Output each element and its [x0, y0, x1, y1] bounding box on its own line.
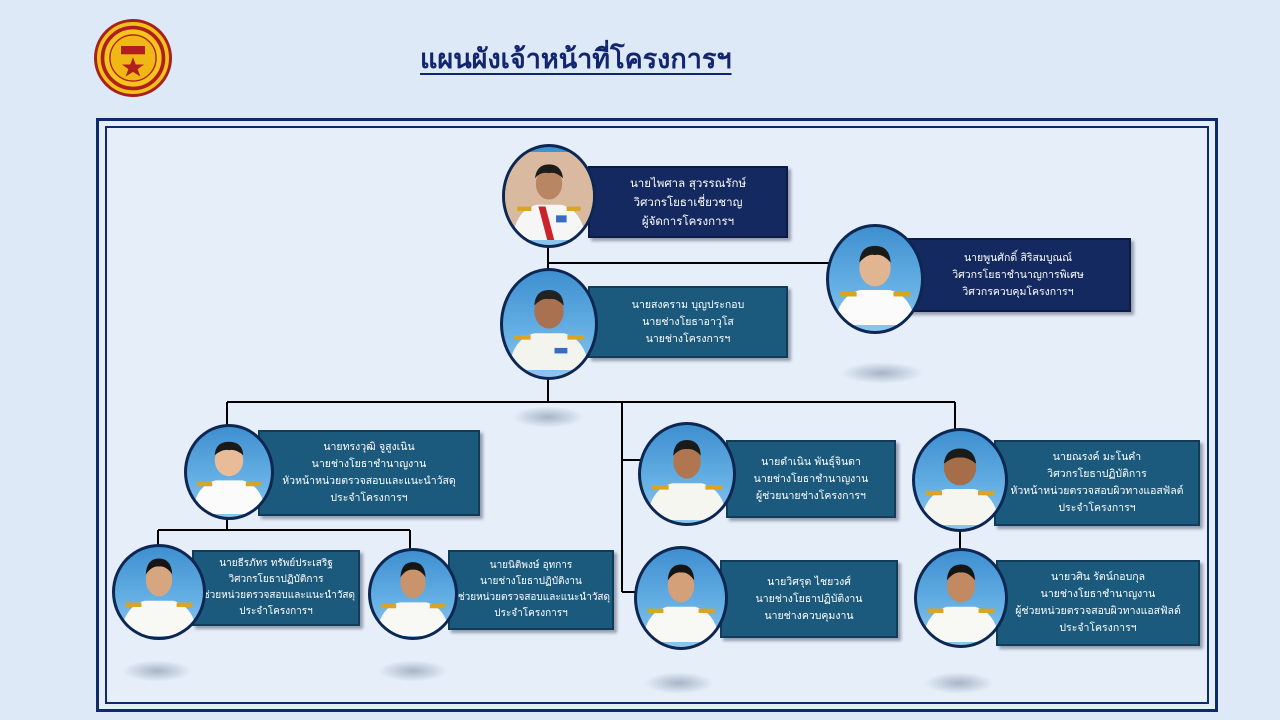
staff-name: นายธีรภัทร ทรัพย์ประเสริฐ: [219, 558, 333, 569]
staff-name: นายพูนศักดิ์ สิริสมบูณณ์: [963, 251, 1073, 264]
drop-shadow: [924, 672, 994, 694]
staff-name: นายทรงวุฒิ จูสูงเนิน: [323, 441, 415, 453]
staff-role: หัวหน้าหน่วยตรวจสอบผิวทางแอสฟัลต์: [1010, 485, 1184, 497]
staff-position: วิศวกรโยธาปฏิบัติการ: [1047, 468, 1147, 480]
staff-card-materials-assistant-2: นายนิติพงษ์ อุทการ นายช่างโยธาปฏิบัติงาน…: [448, 550, 614, 630]
staff-name: นายณรงค์ มะโนคำ: [1052, 451, 1142, 463]
staff-role: นายช่างโครงการฯ: [645, 332, 731, 345]
staff-photo-materials-assistant-2: [368, 548, 458, 640]
staff-assignment: ประจำโครงการฯ: [1058, 502, 1136, 514]
staff-assignment: ประจำโครงการฯ: [330, 492, 408, 504]
staff-card-assistant-technician: นายดำเนิน พันธุ์จินดา นายช่างโยธาชำนาญงา…: [726, 440, 896, 518]
staff-assignment: ประจำโครงการฯ: [1059, 622, 1137, 634]
staff-photo-manager: [502, 144, 596, 248]
staff-photo-assistant-technician: [638, 422, 736, 526]
staff-photo-control-technician: [634, 546, 728, 650]
staff-card-asphalt-head: นายณรงค์ มะโนคำ วิศวกรโยธาปฏิบัติการ หัว…: [994, 440, 1200, 526]
staff-photo-asphalt-head: [912, 428, 1008, 532]
staff-name: นายสงคราม บุญประกอบ: [631, 298, 745, 311]
staff-position: นายช่างโยธาปฏิบัติงาน: [480, 576, 582, 587]
staff-assignment: ประจำโครงการฯ: [239, 606, 313, 617]
staff-photo-project-technician: [500, 268, 598, 380]
staff-photo-asphalt-assistant: [914, 548, 1008, 648]
staff-role: นายช่างควบคุมงาน: [764, 609, 854, 622]
staff-card-control-technician: นายวิศรุต ไชยวงศ์ นายช่างโยธาปฏิบัติงาน …: [720, 560, 898, 638]
page-title: แผนผังเจ้าหน้าที่โครงการฯ: [420, 44, 732, 75]
department-seal-icon: [94, 19, 172, 97]
drop-shadow: [644, 672, 714, 694]
staff-role: ผู้ช่วยหน่วยตรวจสอบและแนะนำวัสดุ: [451, 592, 611, 603]
staff-name: นายนิติพงษ์ อุทการ: [489, 560, 573, 571]
staff-card-manager: นายไพศาล สุวรรณรักษ์ วิศวกรโยธาเชี่ยวชาญ…: [588, 166, 788, 238]
staff-position: วิศวกรโยธาเชี่ยวชาญ: [633, 194, 743, 209]
staff-position: นายช่างโยธาชำนาญงาน: [753, 472, 869, 485]
staff-position: นายช่างโยธาชำนาญงาน: [1040, 588, 1156, 600]
staff-name: นายดำเนิน พันธุ์จินดา: [761, 455, 861, 468]
staff-position: วิศวกรโยธาปฏิบัติการ: [228, 574, 324, 585]
staff-position: นายช่างโยธาอาวุโส: [642, 315, 734, 328]
staff-name: นายไพศาล สุวรรณรักษ์: [629, 175, 747, 190]
drop-shadow: [840, 362, 924, 384]
staff-role: ผู้ช่วยหน่วยตรวจสอบและแนะนำวัสดุ: [196, 590, 356, 601]
drop-shadow: [512, 406, 584, 428]
staff-photo-materials-assistant-1: [112, 544, 206, 640]
staff-name: นายวิศรุต ไชยวงศ์: [767, 575, 851, 588]
staff-role: วิศวกรควบคุมโครงการฯ: [962, 285, 1074, 298]
staff-card-materials-assistant-1: นายธีรภัทร ทรัพย์ประเสริฐ วิศวกรโยธาปฏิบ…: [192, 550, 360, 626]
staff-assignment: ประจำโครงการฯ: [494, 608, 568, 619]
staff-position: วิศวกรโยธาชำนาญการพิเศษ: [952, 268, 1084, 281]
drop-shadow: [378, 660, 448, 682]
staff-position: นายช่างโยธาปฏิบัติงาน: [755, 592, 863, 605]
staff-name: นายวศิน รัตน์กอบกุล: [1050, 571, 1146, 583]
staff-role: หัวหน้าหน่วยตรวจสอบและแนะนำวัสดุ: [282, 475, 456, 487]
staff-photo-materials-head: [184, 424, 274, 520]
staff-card-asphalt-assistant: นายวศิน รัตน์กอบกุล นายช่างโยธาชำนาญงาน …: [996, 560, 1200, 646]
staff-role: ผู้จัดการโครงการฯ: [641, 213, 735, 228]
staff-role: ผู้ช่วยหน่วยตรวจสอบผิวทางแอสฟัลต์: [1015, 605, 1181, 617]
staff-role: ผู้ช่วยนายช่างโครงการฯ: [756, 489, 866, 502]
staff-card-materials-head: นายทรงวุฒิ จูสูงเนิน นายช่างโยธาชำนาญงาน…: [258, 430, 480, 516]
staff-photo-control-engineer: [826, 224, 924, 334]
staff-card-control-engineer: นายพูนศักดิ์ สิริสมบูณณ์ วิศวกรโยธาชำนาญ…: [905, 238, 1131, 312]
drop-shadow: [122, 660, 192, 682]
staff-position: นายช่างโยธาชำนาญงาน: [311, 458, 427, 470]
staff-card-project-technician: นายสงคราม บุญประกอบ นายช่างโยธาอาวุโส นา…: [588, 286, 788, 358]
